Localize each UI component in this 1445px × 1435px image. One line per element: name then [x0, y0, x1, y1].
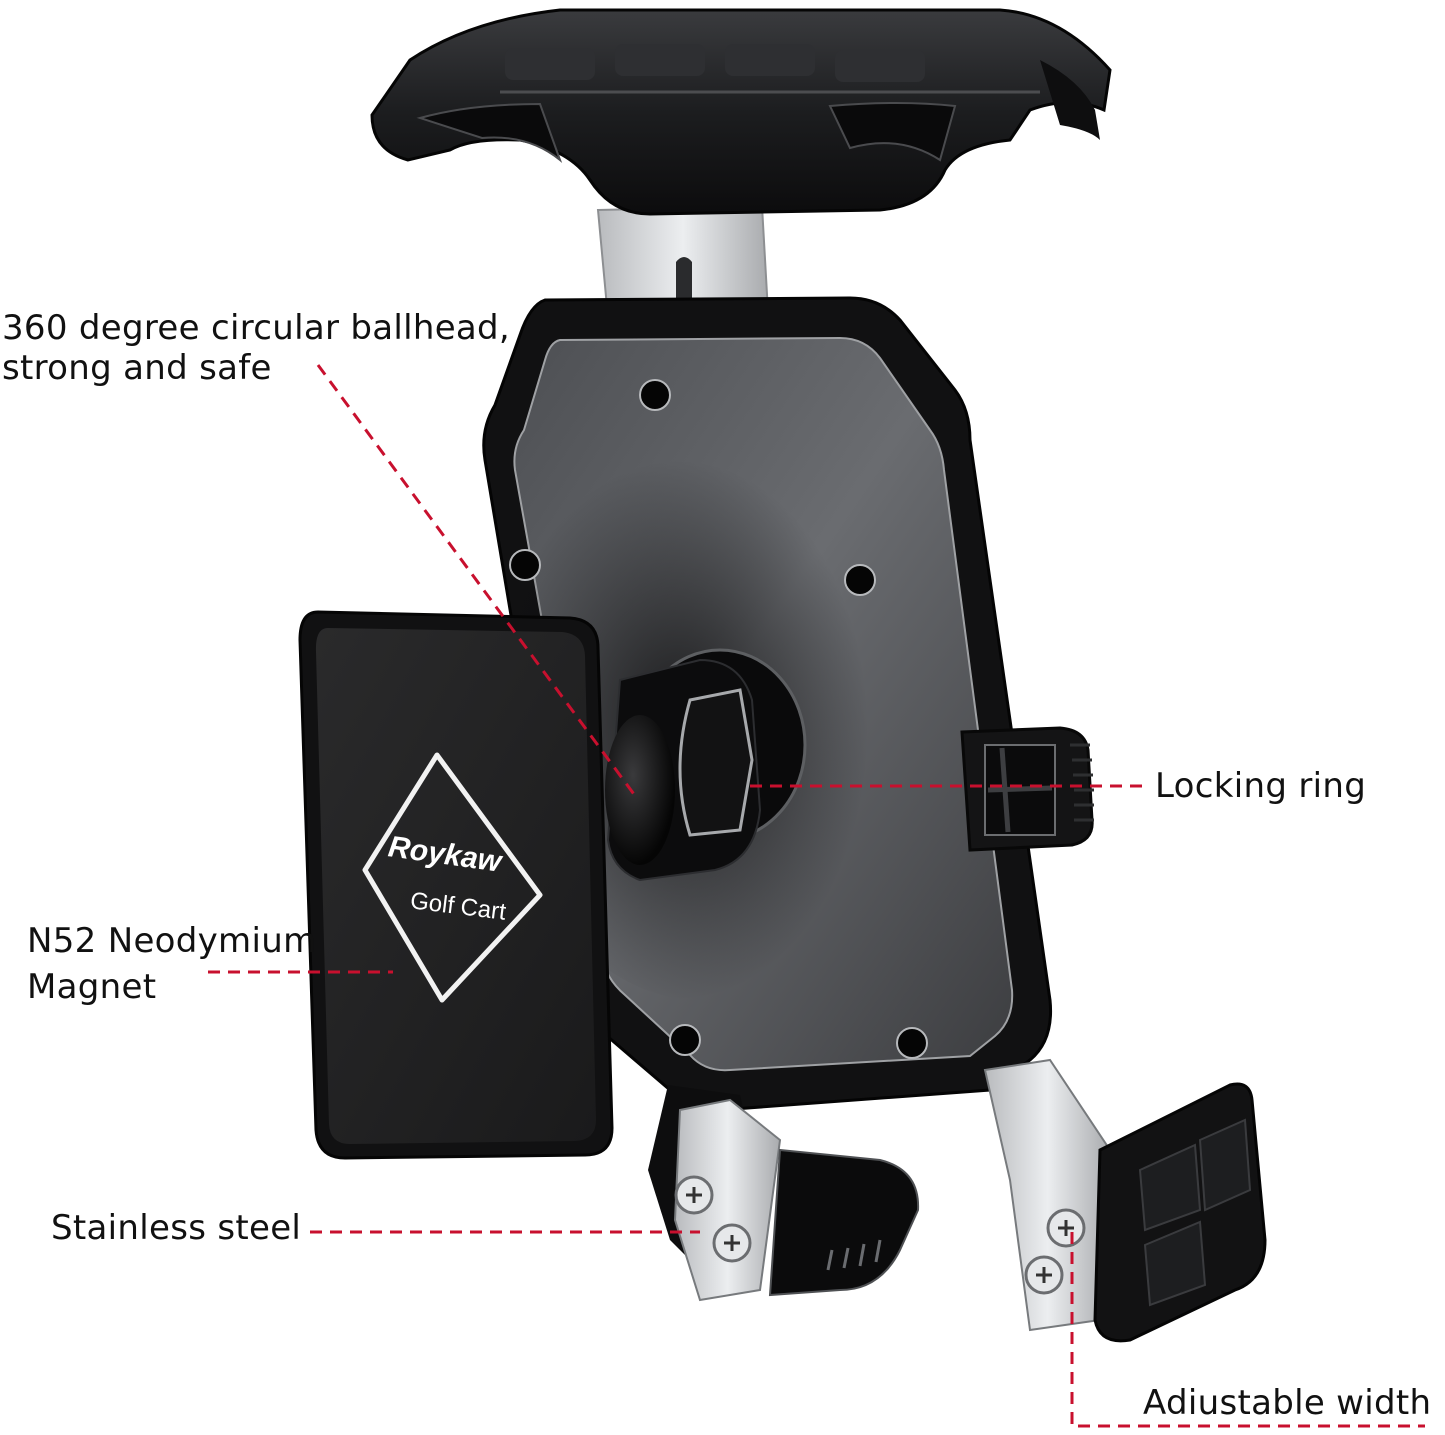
callout-magnet: N52 Neodymium Magnet — [27, 921, 317, 1007]
callout-ballhead-line2: strong and safe — [2, 348, 272, 388]
callout-ballhead: 360 degree circular ballhead, strong and… — [2, 308, 510, 388]
callout-locking-ring: Locking ring — [1155, 766, 1366, 806]
side-grip — [960, 726, 1094, 852]
callout-adjustable-line1: Adiustable width — [1143, 1383, 1432, 1423]
callout-magnet-line1: N52 Neodymium — [27, 921, 317, 961]
magnetic-plate — [298, 610, 614, 1160]
callout-stainless-line1: Stainless steel — [51, 1208, 302, 1248]
lower-left-clamp — [648, 1085, 920, 1302]
callout-locking-ring-line1: Locking ring — [1155, 766, 1367, 806]
lower-right-clamp — [983, 1058, 1267, 1343]
leader-lines — [208, 364, 1425, 1428]
callout-stainless-steel: Stainless steel — [51, 1208, 301, 1248]
screw-hole — [669, 1024, 701, 1056]
screw-hole — [509, 549, 541, 581]
leader-ballhead — [316, 364, 638, 798]
screw-hole — [844, 564, 876, 596]
logo-diamond — [362, 752, 543, 1003]
callout-magnet-line2: Magnet — [27, 967, 157, 1007]
screw-hole — [896, 1027, 928, 1059]
ballhead-joint — [605, 648, 807, 882]
leader-adjustable — [1070, 1232, 1425, 1428]
top-clamp-head — [370, 8, 1112, 216]
screw-hole — [639, 379, 671, 411]
callout-adjustable-width: Adiustable width — [1143, 1383, 1431, 1423]
callout-ballhead-line1: 360 degree circular ballhead, — [2, 308, 511, 348]
